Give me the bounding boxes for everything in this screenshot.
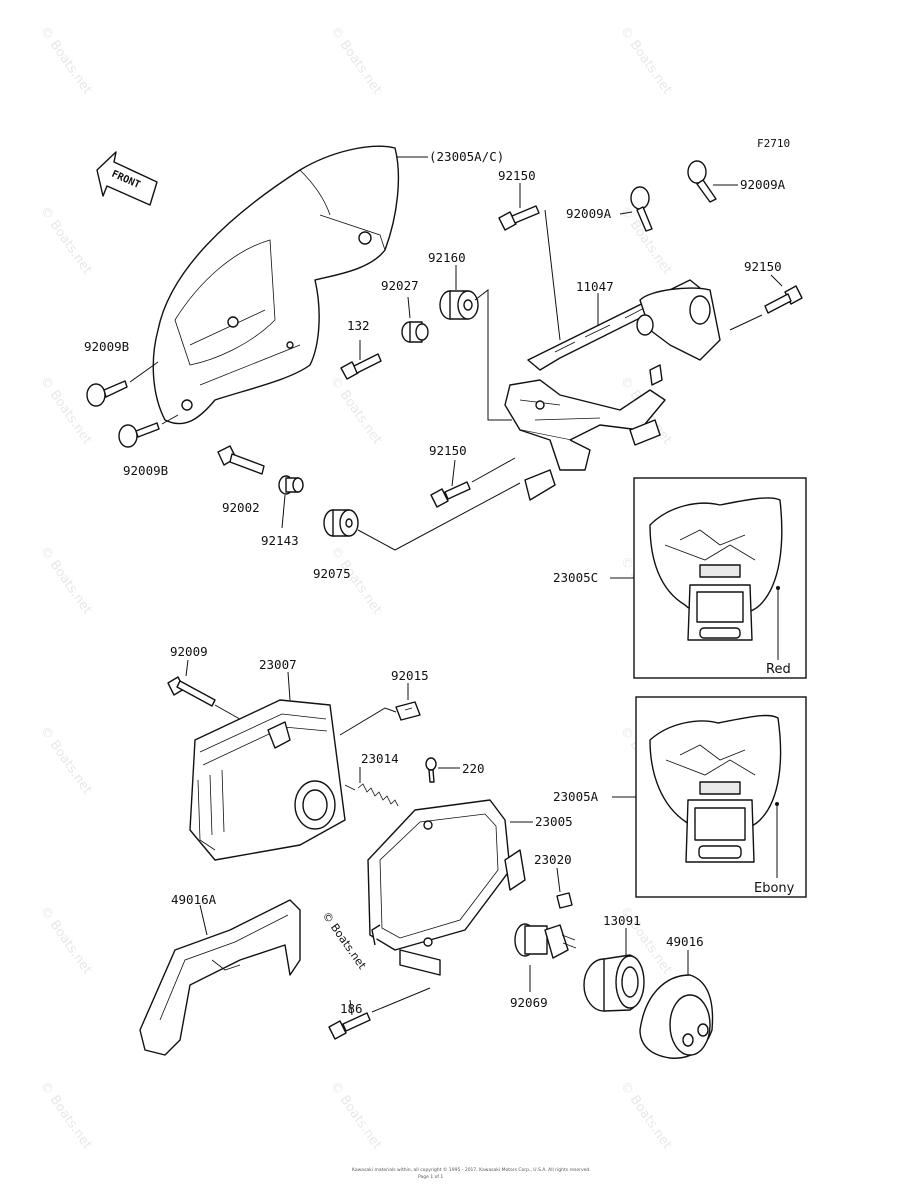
screw-92009-icon (167, 676, 216, 707)
label-23007: 23007 (259, 657, 297, 672)
watermark: © Boats.net (617, 24, 675, 98)
label-92009b-2: 92009B (123, 463, 168, 478)
copyright-line: Kawasaki materials within, all copyright… (352, 1166, 591, 1173)
socket-13091-icon (583, 954, 645, 1012)
label-23005a: 23005A (553, 789, 599, 804)
screw-220-icon (425, 757, 437, 783)
bolt-92002-icon (217, 445, 265, 475)
center-watermark: © Boats.net (320, 909, 370, 972)
watermark: © Boats.net (37, 374, 95, 448)
label-92009a-1: 92009A (566, 206, 612, 221)
screw-92009a-icon (687, 160, 717, 203)
label-92027: 92027 (381, 278, 419, 293)
watermark: © Boats.net (37, 904, 95, 978)
spring-23014-icon (344, 783, 399, 807)
watermark: © Boats.net (37, 544, 95, 618)
label-49016: 49016 (666, 934, 704, 949)
watermark: © Boats.net (37, 1079, 95, 1153)
watermark: © Boats.net (327, 24, 385, 98)
label-92009: 92009 (170, 644, 208, 659)
color-label-red: Red (766, 662, 791, 677)
collar-92143-icon (278, 475, 304, 495)
bolt-132-icon (340, 353, 382, 380)
screw-92009b-icon (86, 380, 128, 407)
headlight-assembly-red-box (633, 477, 807, 679)
watermark: © Boats.net (327, 374, 385, 448)
headlight-cowl-side (152, 145, 400, 425)
label-220: 220 (462, 761, 485, 776)
front-arrow-icon: FRONT (96, 151, 158, 206)
watermark: © Boats.net (617, 1079, 675, 1153)
housing-23005-icon (367, 799, 526, 976)
watermark: © Boats.net (37, 24, 95, 98)
screw-92009b-icon (118, 422, 160, 448)
bulb-92069-icon (514, 923, 577, 959)
grommet-92160-icon (439, 290, 479, 320)
label-92069: 92069 (510, 995, 548, 1010)
label-92015: 92015 (391, 668, 429, 683)
label-92143: 92143 (261, 533, 299, 548)
grommet-92075-icon (323, 509, 359, 537)
nut-23020-icon (556, 892, 573, 909)
label-23005: 23005 (535, 814, 573, 829)
label-132: 132 (347, 318, 370, 333)
rubber-cap-49016-icon (639, 974, 714, 1059)
watermark: © Boats.net (37, 724, 95, 798)
label-11047: 11047 (576, 279, 614, 294)
bracket-11047-icon (504, 279, 721, 501)
label-92075: 92075 (313, 566, 351, 581)
label-92002: 92002 (222, 500, 260, 515)
label-23014: 23014 (361, 751, 399, 766)
color-label-ebony: Ebony (754, 881, 795, 896)
headlight-assembly-ebony-box (635, 696, 807, 898)
bolt-186-icon (328, 1012, 371, 1040)
label-49016a: 49016A (171, 892, 217, 907)
figure-code: F2710 (757, 137, 790, 150)
page-note: Page 1 of 1 (418, 1174, 443, 1180)
label-13091: 13091 (603, 913, 641, 928)
label-92160: 92160 (428, 250, 466, 265)
label-23005ac: (23005A/C) (429, 149, 504, 164)
watermark: © Boats.net (327, 1079, 385, 1153)
label-23005c: 23005C (553, 570, 598, 585)
bolt-92150-icon (498, 205, 540, 231)
bolt-92150-icon (764, 285, 803, 314)
label-92150-mid: 92150 (429, 443, 467, 458)
label-92150-right: 92150 (744, 259, 782, 274)
collar-92027-icon (401, 321, 429, 343)
label-92150-top: 92150 (498, 168, 536, 183)
headlight-unit-23007-icon (189, 699, 346, 861)
label-23020: 23020 (534, 852, 572, 867)
label-92009b-1: 92009B (84, 339, 129, 354)
label-186: 186 (340, 1001, 363, 1016)
cover-49016a-icon (139, 899, 301, 1056)
bolt-92150-icon (430, 481, 471, 508)
label-92009a-2: 92009A (740, 177, 786, 192)
watermark: © Boats.net (37, 204, 95, 278)
clip-92015-icon (395, 701, 421, 721)
screw-92009a-icon (630, 186, 653, 232)
